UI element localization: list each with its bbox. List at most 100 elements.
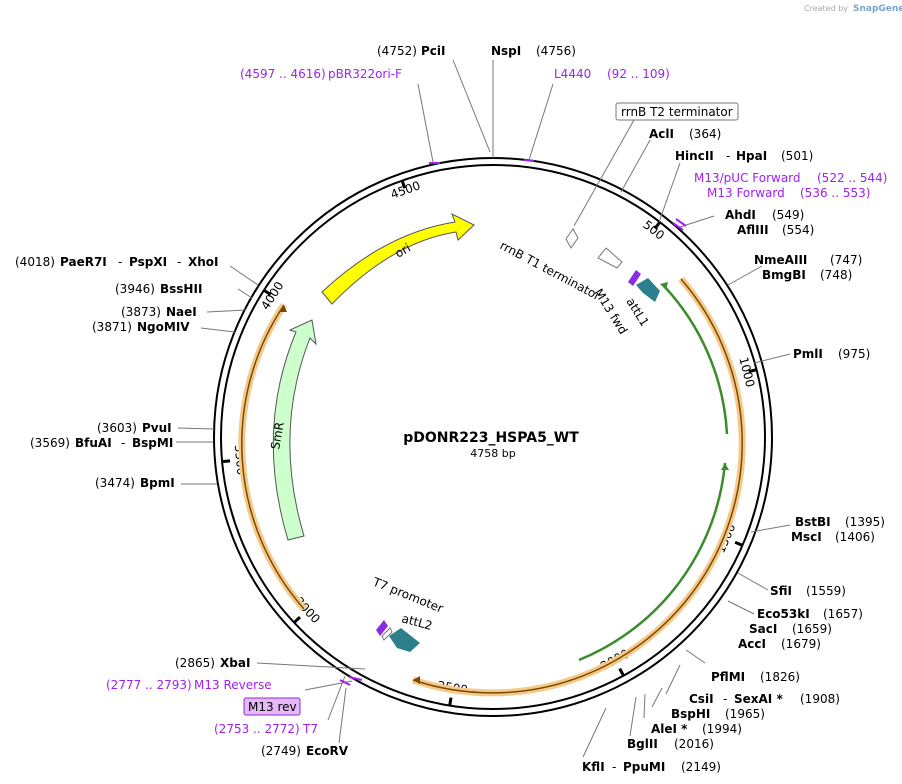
site-acli-name: AclI	[649, 127, 674, 141]
primer-l4440-name: L4440	[554, 67, 591, 81]
site-eco53ki-pos: (1657)	[823, 607, 863, 621]
site-sexai-name: SexAI *	[734, 692, 783, 706]
feature-rrnb-t1-arrow	[597, 247, 623, 269]
site-ngomiv-name: NgoMIV	[137, 320, 190, 334]
primer-m13fwd-name: M13 Forward	[707, 186, 785, 200]
site-afliii-pos: (554)	[782, 223, 814, 237]
site-hincii-sep: -	[726, 149, 730, 163]
site-pflmi-pos: (1826)	[760, 670, 800, 684]
site-bstbi-pos: (1395)	[845, 515, 885, 529]
site-kfli-sep: -	[612, 760, 616, 774]
feature-hspa5-arrowhead-left	[279, 305, 287, 312]
primer-pbr322-name: pBR322ori-F	[328, 67, 402, 81]
primer-m13-rev-box	[243, 697, 301, 716]
tick-mark	[400, 180, 407, 189]
primer-m13fwd-range: (536 .. 553)	[800, 186, 870, 200]
feature-smr-arrow	[272, 319, 317, 541]
feature-t7-promoter-label: T7 promoter	[370, 574, 445, 615]
feature-rrnb-t2-glyph	[565, 228, 579, 249]
tick-mark	[448, 697, 453, 706]
site-bsshii-pos: (3946)	[115, 282, 155, 296]
site-nmeaiii-pos: (747)	[830, 253, 862, 267]
site-ahdi-name: AhdI	[725, 208, 756, 222]
site-bfuai-pos: (3569)	[30, 436, 70, 450]
site-xhoi-name: XhoI	[188, 255, 219, 269]
tick-mark	[734, 540, 744, 547]
site-hincii-pos: (501)	[781, 149, 813, 163]
primer-m13puc-range: (522 .. 544)	[817, 171, 887, 185]
site-bsshii-name: BssHII	[160, 282, 202, 296]
feature-hspa5-arrowhead	[413, 676, 420, 684]
site-sfii-name: SfiI	[770, 584, 792, 598]
site-paer7i-name: PaeR7I	[60, 255, 107, 269]
primer-t7-range: (2753 .. 2772)	[214, 722, 300, 736]
feature-hspa5-line-right	[412, 278, 743, 694]
plasmid-name: pDONR223_HSPA5_WT	[403, 430, 579, 446]
site-bglii-pos: (2016)	[674, 737, 714, 751]
site-hpai-name: HpaI	[736, 149, 767, 163]
site-ahdi-pos: (549)	[772, 208, 804, 222]
tick-mark	[618, 667, 625, 677]
site-saci-pos: (1659)	[792, 622, 832, 636]
site-paer7i-sep2: -	[177, 255, 181, 269]
tick-mark	[293, 615, 301, 624]
tick-mark	[748, 368, 757, 374]
site-pcii-name: PciI	[421, 44, 446, 58]
feature-insert-arrowhead-2	[721, 463, 729, 470]
site-naei-pos: (3873)	[121, 305, 161, 319]
site-bglii-name: BglII	[627, 737, 658, 751]
feature-m13-fwd-arrow	[628, 270, 641, 286]
site-hincii-name: HincII	[675, 149, 714, 163]
site-acli-pos: (364)	[689, 127, 721, 141]
feature-attl2-arrow	[389, 628, 420, 652]
site-xbai-pos: (2865)	[175, 656, 215, 670]
site-pflmi-name: PflMI	[711, 670, 745, 684]
tick-label: 500	[640, 218, 667, 243]
site-bsphi-pos: (1965)	[725, 707, 765, 721]
primer-m13puc-name: M13/pUC Forward	[694, 171, 801, 185]
tick-mark	[263, 288, 272, 296]
site-acci-pos: (1679)	[781, 637, 821, 651]
site-bpmi-pos: (3474)	[95, 476, 135, 490]
site-ngomiv-pos: (3871)	[92, 320, 132, 334]
site-pcii-pos: (4752)	[377, 44, 417, 58]
primer-m13reverse-name: M13 Reverse	[194, 678, 272, 692]
site-bsphi-name: BspHI	[671, 707, 710, 721]
site-pmli-pos: (975)	[838, 347, 870, 361]
site-paer7i-pos: (4018)	[15, 255, 55, 269]
leader-lines	[176, 59, 791, 758]
site-alei-name: AleI *	[651, 722, 688, 736]
site-xbai-name: XbaI	[220, 656, 250, 670]
site-eco53ki-name: Eco53kI	[757, 607, 810, 621]
site-msci-name: MscI	[791, 530, 822, 544]
primer-site-markers	[339, 159, 687, 686]
feature-rrnb-t2-label: rrnB T2 terminator	[621, 105, 733, 119]
backbone-inner-circle	[220, 164, 766, 710]
primer-t7-name: T7	[302, 722, 318, 736]
feature-insert-arrowhead	[660, 282, 668, 290]
site-sfii-pos: (1559)	[806, 584, 846, 598]
site-ecorv-pos: (2749)	[261, 744, 301, 758]
site-alei-pos: (1994)	[702, 722, 742, 736]
feature-ori-label: ori	[393, 241, 414, 261]
credit-prefix: Created by	[804, 4, 848, 13]
feature-insert-arc-upper	[663, 285, 729, 435]
site-csii-sep: -	[723, 692, 727, 706]
site-bpmi-name: BpmI	[140, 476, 175, 490]
site-nspi-name: NspI	[491, 44, 521, 58]
site-bmgbi-pos: (748)	[820, 268, 852, 282]
site-msci-pos: (1406)	[835, 530, 875, 544]
feature-attl1-arrow	[636, 278, 660, 302]
primer-m13reverse-range: (2777 .. 2793)	[106, 678, 192, 692]
site-kfli-pos: (2149)	[681, 760, 721, 774]
plasmid-length: 4758 bp	[470, 447, 515, 460]
site-saci-name: SacI	[749, 622, 777, 636]
feature-t7-promoter-arrow	[376, 620, 388, 636]
site-afliii-name: AflIII	[737, 223, 769, 237]
primer-pbr322-range: (4597 .. 4616)	[240, 67, 326, 81]
site-acci-name: AccI	[738, 637, 766, 651]
credit-brand: SnapGene	[853, 4, 902, 14]
site-nspi-pos: (4756)	[536, 44, 576, 58]
site-pvui-pos: (3603)	[97, 421, 137, 435]
site-pvui-name: PvuI	[142, 421, 172, 435]
